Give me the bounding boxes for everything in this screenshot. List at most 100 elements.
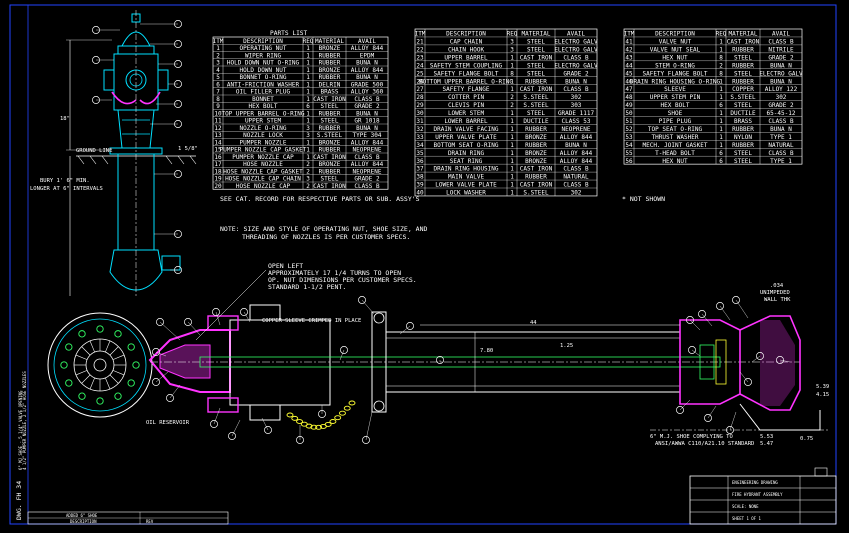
table-cell: 1 bbox=[719, 86, 723, 93]
table-cell: 1 bbox=[306, 52, 310, 59]
table-cell: UPPER BARREL bbox=[444, 54, 488, 61]
table-cell: 35 bbox=[416, 150, 424, 157]
table-cell: 16 bbox=[214, 154, 222, 161]
table-cell: 17 bbox=[214, 161, 222, 168]
leader-line bbox=[691, 349, 701, 357]
item-balloon bbox=[240, 308, 248, 316]
table-cell: 23 bbox=[416, 54, 424, 61]
table-cell: 1 bbox=[306, 154, 310, 161]
table-cell: RUBBER bbox=[525, 174, 547, 181]
table-cell: 1 bbox=[719, 110, 723, 117]
table-cell: RUBBER bbox=[525, 78, 547, 85]
table-cell: BUNA N bbox=[356, 125, 378, 132]
table-cell: CAST IRON bbox=[520, 54, 553, 61]
item-balloon bbox=[726, 426, 734, 434]
table-cell: 27 bbox=[416, 86, 424, 93]
item-balloon bbox=[174, 266, 182, 274]
table-cell: VALVE NUT SEAL bbox=[650, 46, 701, 53]
table-cell: SAFETY STEM COUPLING bbox=[430, 62, 503, 69]
item-balloon bbox=[362, 436, 370, 444]
item-balloon bbox=[756, 352, 764, 360]
table-cell: 44 bbox=[625, 62, 633, 69]
table-cell: 14 bbox=[214, 139, 222, 146]
table-cell: BUNA N bbox=[565, 142, 587, 149]
bury-note-line-1: BURY 1' 6" MIN. bbox=[40, 178, 90, 184]
table-cell: COTTER PIN bbox=[448, 94, 485, 101]
table-cell: HEX NUT bbox=[662, 54, 688, 61]
table-cell: 13 bbox=[214, 132, 222, 139]
table-cell: ELECTRO GALV bbox=[554, 62, 598, 69]
ground-line-label: GROUND LINE bbox=[76, 148, 112, 154]
table-cell: 24 bbox=[416, 62, 424, 69]
bolt-hole bbox=[114, 330, 122, 338]
table-cell: RUBBER bbox=[319, 168, 341, 175]
table-cell: GRADE 1117 bbox=[558, 110, 595, 117]
table-cell: 15 bbox=[214, 147, 222, 154]
item-balloon bbox=[436, 356, 444, 364]
table-cell: 302 bbox=[571, 190, 582, 197]
table-cell: NITRILE bbox=[768, 46, 794, 53]
item-balloon bbox=[732, 296, 740, 304]
oil-reservoir-label: OIL RESERVOIR bbox=[146, 420, 190, 426]
table-cell: ALLOY 844 bbox=[560, 134, 593, 141]
revision-description-label: DESCRIPTION bbox=[70, 519, 97, 524]
item-balloon bbox=[174, 170, 182, 178]
table-cell: BUNA N bbox=[356, 74, 378, 81]
item-balloon bbox=[210, 420, 218, 428]
table-header-cell: ITM bbox=[415, 31, 426, 38]
table-cell: MAIN VALVE bbox=[448, 174, 485, 181]
side-spec-text-1: 6" MJ SHOE - 5 1/4" VALVE OPENING bbox=[18, 390, 23, 470]
table-cell: CAST IRON bbox=[313, 154, 346, 161]
table-cell: 1 bbox=[510, 142, 514, 149]
table-cell: 1 bbox=[719, 94, 723, 101]
table-cell: 28 bbox=[416, 94, 424, 101]
item-balloon bbox=[264, 426, 272, 434]
table-cell: PIPE PLUG bbox=[659, 118, 692, 125]
table-cell: STEEL bbox=[320, 176, 338, 183]
table-cell: 12 bbox=[214, 125, 222, 132]
leader-line bbox=[187, 321, 201, 336]
table-cell: HOSE NOZZLE CAP bbox=[236, 183, 291, 190]
table-header-cell: AVAIL bbox=[358, 38, 376, 45]
table-cell: 3 bbox=[216, 60, 220, 67]
item-balloon bbox=[92, 56, 100, 64]
table-header-cell: REQ bbox=[303, 38, 314, 45]
table-cell: GRADE 2 bbox=[563, 70, 589, 77]
size-note-line-2: THREADING OF NOZZLES IS PER CUSTOMER SPE… bbox=[242, 233, 410, 241]
bury-note-line-2: LONGER AT 6" INTERVALS bbox=[30, 186, 103, 192]
table-cell: 302 bbox=[571, 94, 582, 101]
see-catalog-note: SEE CAT. RECORD FOR RESPECTIVE PARTS OR … bbox=[220, 195, 420, 203]
table-cell: 3 bbox=[510, 39, 514, 46]
table-cell: 1 bbox=[306, 74, 310, 81]
bolt-hole bbox=[127, 379, 135, 387]
table-cell: S.STEEL bbox=[523, 190, 549, 197]
table-cell: 42 bbox=[625, 46, 633, 53]
bolt-hole bbox=[78, 392, 86, 400]
table-cell: SAFETY FLANGE BOLT bbox=[433, 70, 498, 77]
dim-4-15: 4.15 bbox=[816, 392, 829, 398]
table-cell: ELECTRO GALV bbox=[759, 70, 803, 77]
table-cell: 46 bbox=[625, 78, 633, 85]
table-cell: 5 bbox=[216, 74, 220, 81]
table-cell: CAST IRON bbox=[727, 39, 760, 46]
table-cell: RUBBER bbox=[319, 125, 341, 132]
table-cell: STEEL bbox=[527, 70, 545, 77]
table-cell: BUNA N bbox=[356, 60, 378, 67]
table-cell: RUBBER bbox=[319, 110, 341, 117]
table-cell: ALLOY 844 bbox=[351, 67, 384, 74]
item-balloon bbox=[174, 100, 182, 108]
table-cell: BUNA N bbox=[770, 62, 792, 69]
table-cell: ALLOY 844 bbox=[351, 139, 384, 146]
table-cell: 39 bbox=[416, 182, 424, 189]
table-cell: STEEL bbox=[320, 118, 338, 125]
table-header-cell: MATERIAL bbox=[522, 31, 551, 38]
table-cell: 31 bbox=[416, 118, 424, 125]
table-cell: 1 bbox=[719, 78, 723, 85]
table-cell: CLASS B bbox=[354, 183, 380, 190]
table-cell: DRAIN RING HOUSING bbox=[433, 166, 498, 173]
table-cell: HOLD DOWN NUT O-RING bbox=[227, 60, 300, 67]
top-rib bbox=[75, 370, 88, 376]
table-cell: 302 bbox=[776, 94, 787, 101]
